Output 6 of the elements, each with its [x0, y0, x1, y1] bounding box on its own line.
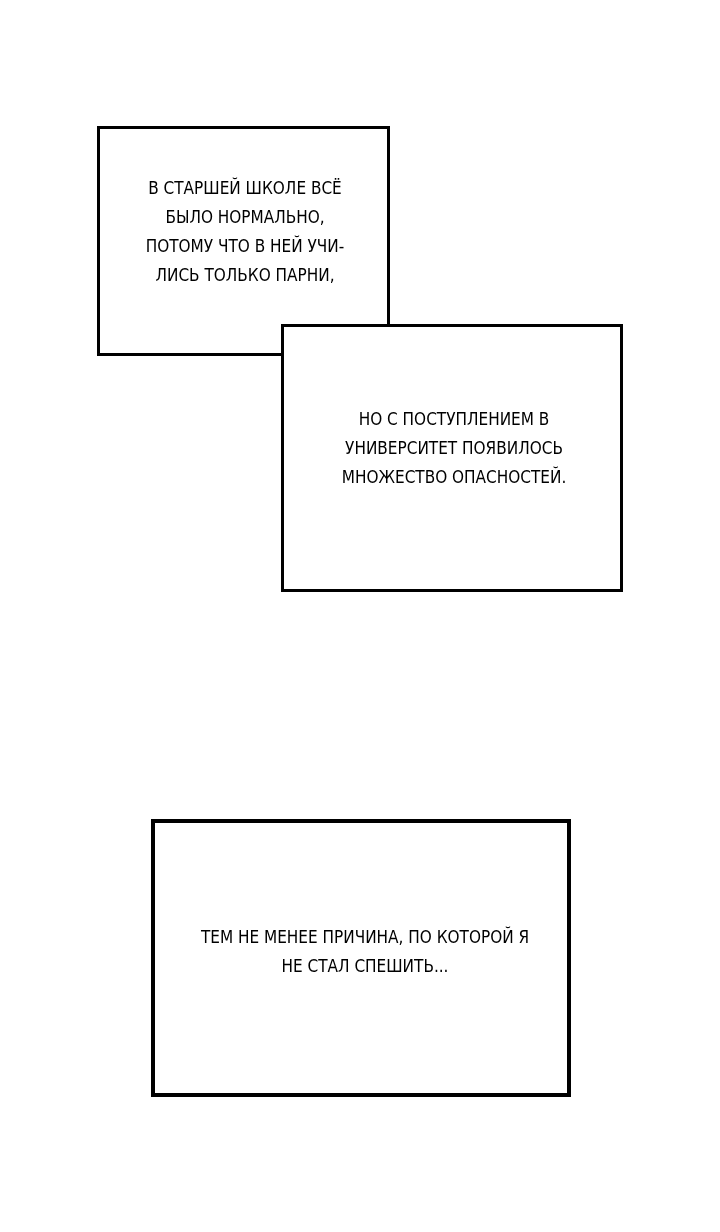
caption-box: [97, 126, 390, 356]
caption-text: НО С ПОСТУПЛЕНИЕМ В УНИВЕРСИТЕТ ПОЯВИЛОСЬ МНОЖЕСТВО ОПАСНОСТЕЙ.: [340, 408, 568, 489]
caption-text: В СТАРШЕЙ ШКОЛЕ ВСЁ БЫЛО НОРМАЛЬНО, ПОТОМУ ЧТО В НЕЙ УЧИ- ЛИСЬ ТОЛЬКО ПАРНИ,: [144, 176, 346, 287]
caption-box: [151, 819, 571, 1097]
caption-box: [281, 324, 623, 592]
caption-text: ТЕМ НЕ МЕНЕЕ ПРИЧИНА, ПО КОТОРОЙ Я НЕ СТАЛ СПЕШИТЬ...: [199, 925, 531, 978]
